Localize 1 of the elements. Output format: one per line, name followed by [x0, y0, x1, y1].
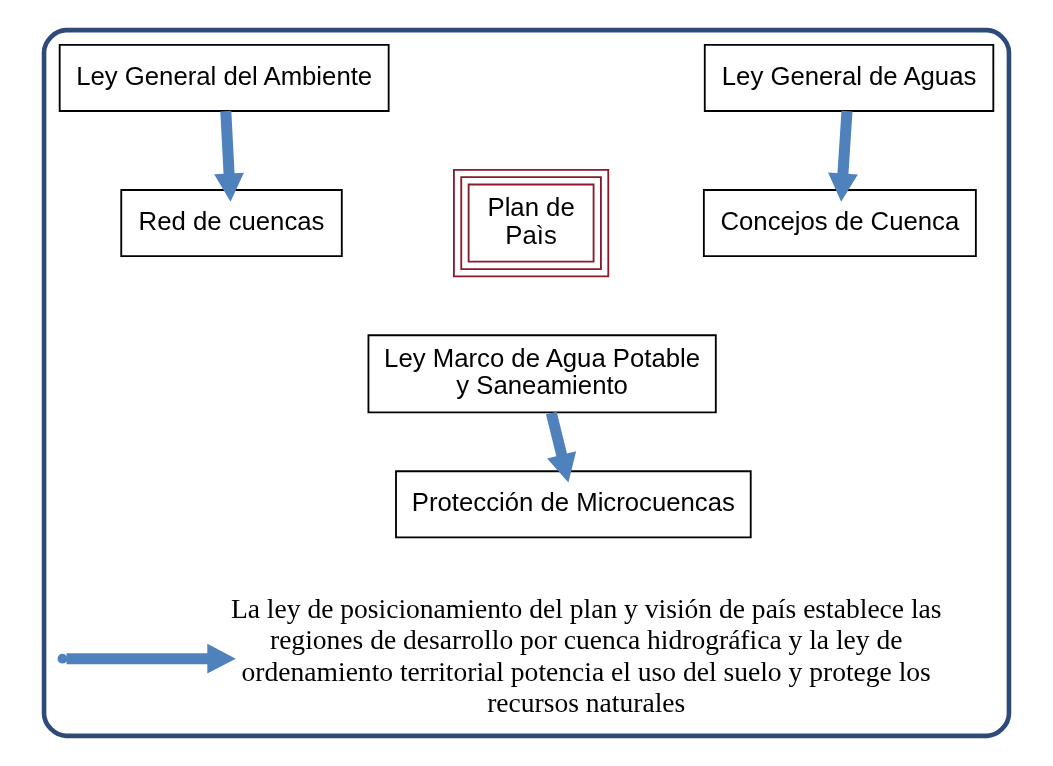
node-text: La ley de posicionamiento del plan y visión de país establece las regiones de desarrollo por cuenca hidrográfica y la ley de ordenamiento territorial potencia el uso del suelo y protege los recursos naturales — [230, 593, 942, 718]
